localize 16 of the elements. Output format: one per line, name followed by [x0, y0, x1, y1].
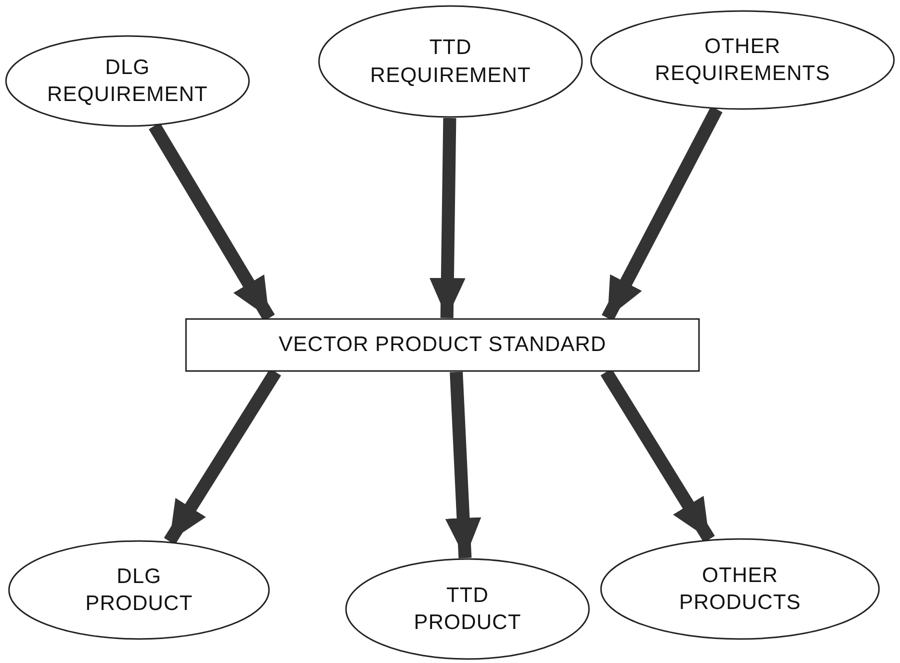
- oval-node: [600, 538, 880, 640]
- node-label: TTD REQUIREMENT: [369, 35, 532, 88]
- oval-node: [5, 35, 250, 127]
- node-label: TTD PRODUCT: [412, 582, 522, 636]
- node-label: DLG PRODUCT: [84, 564, 194, 617]
- node-label: DLG REQUIREMENT: [46, 54, 209, 108]
- arrow: [445, 372, 482, 558]
- node-label: OTHER REQUIREMENTS: [654, 34, 832, 87]
- oval-node: [8, 540, 270, 640]
- oval-node: [318, 5, 583, 118]
- process-box: [185, 318, 700, 372]
- oval-node: [345, 558, 590, 660]
- oval-node: [590, 10, 895, 110]
- node-label: VECTOR PRODUCT STANDARD: [278, 332, 606, 358]
- node-label: OTHER PRODUCTS: [678, 562, 802, 616]
- arrow: [429, 118, 466, 318]
